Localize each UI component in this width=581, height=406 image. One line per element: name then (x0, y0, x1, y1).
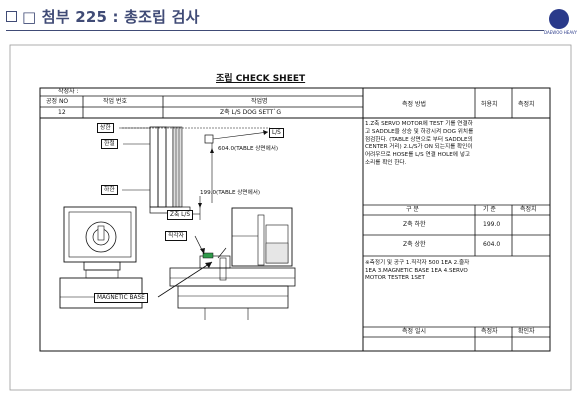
col-work-name: 작업명 (251, 98, 268, 105)
col-process-no: 공정 NO (46, 98, 69, 105)
col-method: 측정 방법 (402, 101, 426, 108)
row-process-no: 12 (58, 109, 66, 116)
col-tolerance: 허용치 (481, 101, 498, 108)
label-ls-z: Z축 L/S (167, 210, 194, 220)
label-stopper: 한절 (101, 139, 118, 149)
method-text: 1.Z축 SERVO MOTOR에 TEST 기를 연결하고 SADDLE을 상… (365, 121, 474, 166)
measure-item-lower: Z축 하한 (403, 221, 426, 228)
page-title: □ 첨부 225 : 총조립 검사 (22, 8, 200, 26)
company-logo: DAEWOO HEAVY (544, 9, 577, 36)
footer-checker-label: 확인자 (518, 328, 535, 335)
sub-col-item: 구 분 (406, 206, 419, 213)
lower-dimension-note: 199.0(TABLE 상면에서) (200, 190, 261, 196)
sub-col-standard: 기 준 (483, 206, 496, 213)
footer-measurer-label: 측정자 (481, 328, 498, 335)
label-square: 직각자 (165, 231, 187, 241)
upper-dimension-note: 604.0(TABLE 상면에서) (218, 146, 279, 152)
label-upper: 상한 (97, 123, 114, 133)
footer-date-label: 측정 일시 (402, 328, 426, 335)
label-magnetic-base: MAGNETIC BASE (94, 293, 148, 303)
col-work-no: 작업 번호 (103, 98, 127, 105)
title-underline (6, 30, 544, 31)
label-ls: L/S (269, 128, 284, 138)
measure-standard-upper: 604.0 (483, 241, 501, 248)
logo-emblem-icon (549, 9, 569, 29)
sub-col-measured: 측정치 (520, 206, 537, 213)
logo-caption: DAEWOO HEAVY (544, 30, 577, 35)
measure-item-upper: Z축 상한 (403, 241, 426, 248)
label-lower: 하한 (101, 185, 118, 195)
equipment-text: ※측정기 및 공구 1.직각자 500 1EA 2.줄자 1EA 3.MAGNE… (365, 260, 470, 282)
writer-label: 작성자 : (58, 88, 79, 95)
title-bullet-icon (6, 11, 17, 22)
row-work-name: Z축 L/S DOG SETT`G (220, 109, 281, 116)
check-sheet-title: 조립 CHECK SHEET (216, 71, 305, 84)
measure-standard-lower: 199.0 (483, 221, 501, 228)
col-measured: 측정치 (518, 101, 535, 108)
check-sheet-title-text: 조립 CHECK SHEET (216, 74, 306, 84)
